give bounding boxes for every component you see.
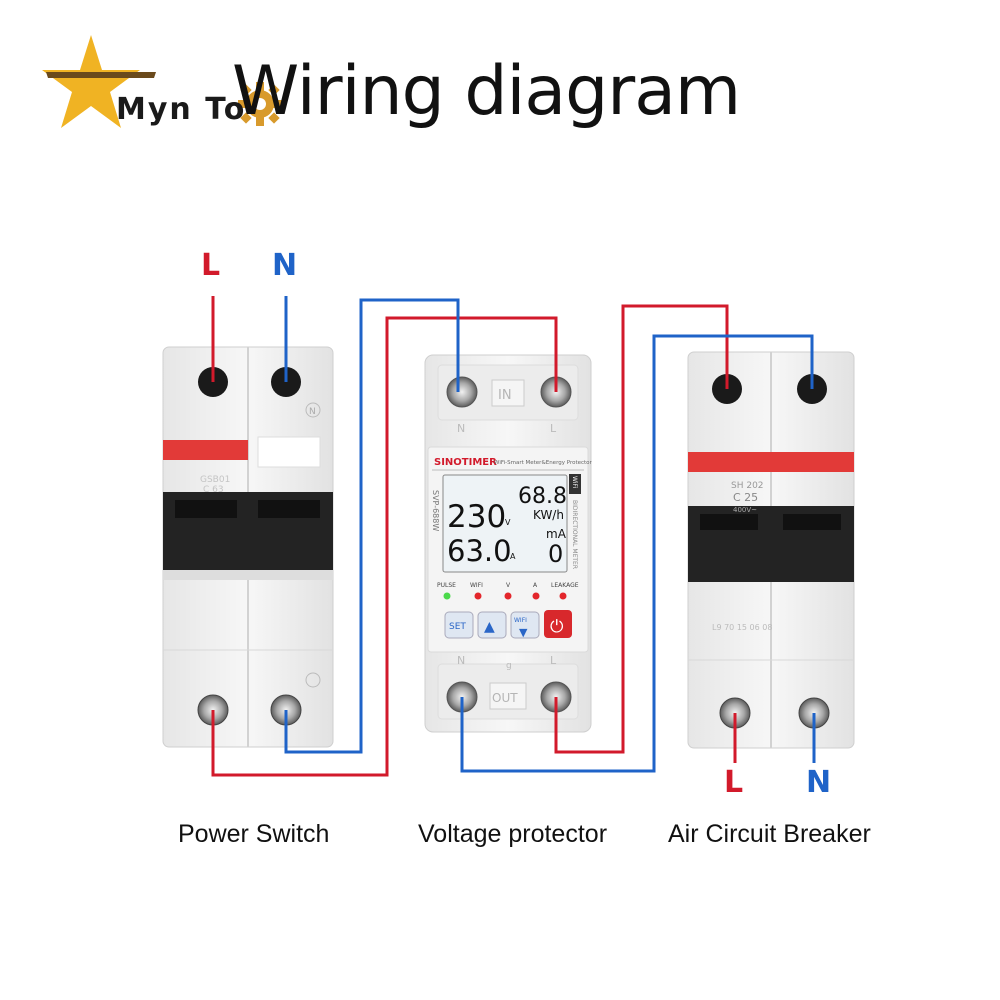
wifi-led-icon	[474, 592, 482, 600]
protector-out-label: OUT	[492, 691, 518, 705]
protector-top-n-label: N	[457, 422, 465, 435]
indicator-label-leakage: LEAKAGE	[551, 582, 579, 589]
current-readout: 63.0	[447, 534, 512, 568]
up-arrow-icon: ▲	[484, 619, 495, 635]
input-line-label: L	[201, 248, 221, 283]
output-line-label: L	[724, 765, 744, 800]
switch-to-protector-neutral-wire	[284, 298, 460, 754]
left-breaker-model: GSB01	[200, 475, 230, 485]
current-unit: A	[510, 552, 516, 561]
power-icon: ⏻	[550, 617, 564, 637]
logo-star-icon	[42, 35, 156, 128]
svg-text:g: g	[506, 661, 512, 671]
right-breaker-spec: 400V~	[733, 506, 757, 514]
wifi-badge: WiFi	[571, 476, 578, 488]
left-breaker-n-mark: N	[309, 407, 316, 417]
voltage-protector-caption: Voltage protector	[418, 820, 608, 848]
up-button[interactable]	[477, 611, 507, 639]
page-title: Wiring diagram	[232, 52, 741, 131]
leakage-readout: 0	[548, 540, 563, 568]
wires	[211, 296, 816, 777]
set-button-label: SET	[449, 622, 466, 632]
power-button[interactable]	[544, 610, 572, 638]
power-switch-breaker: N GSB01 C 63	[162, 346, 334, 748]
protector-bottom-n-label: N	[457, 654, 465, 667]
protector-lcd	[442, 474, 568, 573]
voltage-unit: V	[505, 518, 511, 527]
protector-to-breaker-line-wire	[554, 304, 729, 754]
right-breaker-model: SH 202	[731, 481, 764, 491]
set-button[interactable]	[444, 611, 474, 639]
wifi-down-button-label: WIFI	[514, 617, 527, 624]
protector-in-n-terminal	[446, 376, 478, 408]
indicator-label-v: V	[506, 582, 511, 589]
logo-gear-icon	[238, 82, 282, 126]
indicator-label-wifi: WIFI	[470, 582, 483, 589]
v-led-icon	[504, 592, 512, 600]
output-neutral-label: N	[806, 765, 832, 800]
energy-unit: KW/h	[533, 508, 564, 522]
indicator-label-pulse: PULSE	[437, 582, 456, 589]
protector-subtitle: WiFi-Smart Meter&Energy Protector	[494, 460, 593, 466]
leakage-led-icon	[559, 592, 567, 600]
voltage-readout: 230	[447, 499, 506, 535]
power-switch-caption: Power Switch	[178, 820, 330, 848]
energy-readout: 68.8	[518, 484, 567, 509]
leakage-unit: mA	[546, 527, 567, 541]
wifi-down-button[interactable]	[510, 611, 540, 639]
a-led-icon	[532, 592, 540, 600]
indicator-row: PULSE WIFI V A LEAKAGE	[437, 582, 579, 600]
protector-to-breaker-neutral-wire	[460, 334, 814, 773]
protector-side-label: BIDIRECTIONAL METER	[571, 500, 578, 569]
right-breaker-mark: L9 70 15 06 08	[712, 623, 772, 632]
logo-text: Myn To	[116, 92, 247, 127]
protector-bottom-l-label: L	[550, 654, 557, 667]
right-breaker-rating: C 25	[733, 491, 758, 504]
pulse-led-icon	[443, 592, 451, 600]
voltage-protector: IN OUT N L N L SINOTIMER WiFi-Smart Mete…	[424, 354, 593, 733]
protector-top-l-label: L	[550, 422, 557, 435]
left-breaker-rating: C 63	[203, 485, 224, 495]
air-circuit-breaker-caption: Air Circuit Breaker	[668, 820, 871, 848]
protector-model: SVP-688W	[431, 490, 440, 531]
down-arrow-icon: ▼	[519, 626, 528, 639]
air-circuit-breaker: SH 202 C 25 400V~ L9 70 15 06 08	[687, 351, 855, 749]
protector-in-label: IN	[498, 388, 512, 403]
indicator-label-a: A	[533, 582, 538, 589]
protector-brand: SINOTIMER	[434, 457, 497, 468]
input-neutral-label: N	[272, 248, 298, 283]
switch-to-protector-line-wire	[211, 316, 558, 777]
